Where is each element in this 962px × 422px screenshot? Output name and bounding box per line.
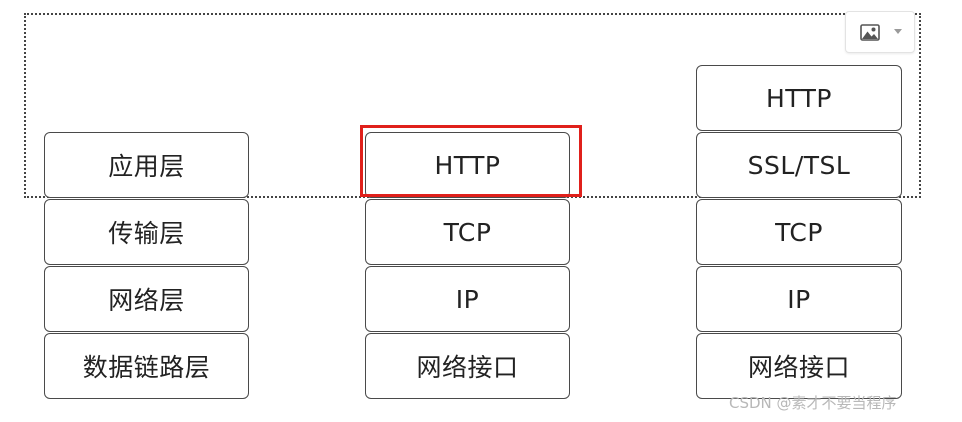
http-stack-http: HTTP [365, 132, 570, 198]
layer-names-column: 应用层 传输层 网络层 数据链路层 [44, 132, 249, 404]
image-options-button[interactable] [845, 11, 915, 53]
layer-network: 网络层 [44, 266, 249, 332]
https-stack-ip: IP [696, 266, 902, 332]
https-stack-tcp: TCP [696, 199, 902, 265]
layer-application: 应用层 [44, 132, 249, 198]
watermark: CSDN @素才不要当程序 [729, 394, 897, 412]
https-stack-http: HTTP [696, 65, 902, 131]
http-stack-tcp: TCP [365, 199, 570, 265]
layer-datalink: 数据链路层 [44, 333, 249, 399]
http-stack-interface: 网络接口 [365, 333, 570, 399]
https-stack-column: HTTP SSL/TSL TCP IP 网络接口 [696, 65, 902, 404]
chevron-down-icon [894, 29, 902, 34]
layer-transport: 传输层 [44, 199, 249, 265]
image-icon [860, 24, 880, 41]
https-stack-interface: 网络接口 [696, 333, 902, 399]
http-stack-column: HTTP TCP IP 网络接口 [365, 132, 570, 404]
http-stack-ip: IP [365, 266, 570, 332]
https-stack-ssl-tsl: SSL/TSL [696, 132, 902, 198]
